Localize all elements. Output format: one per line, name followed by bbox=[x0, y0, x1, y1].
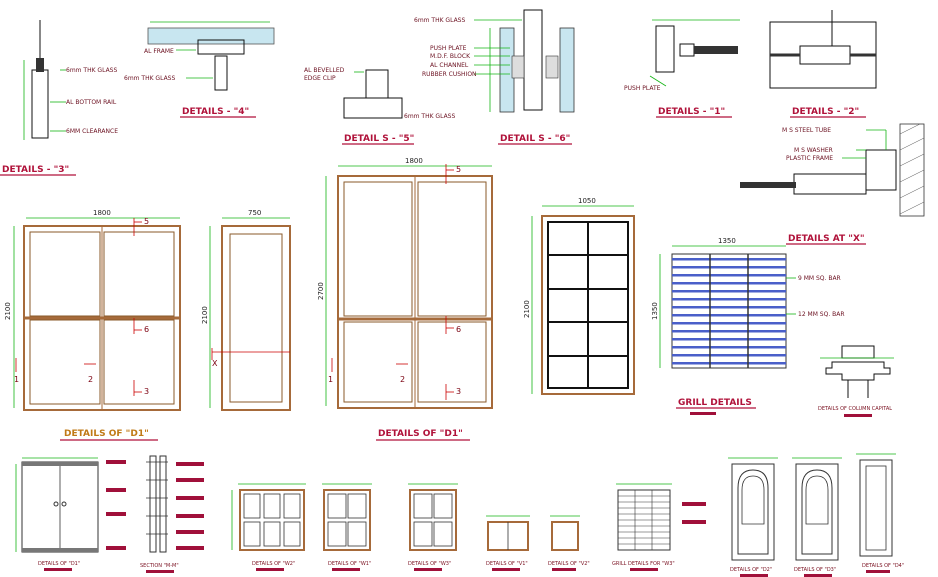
detail-4-section: AL FRAME 6mm THK GLASS DETAILS - "4" bbox=[124, 21, 275, 118]
label-edge-clip: EDGE CLIP bbox=[304, 75, 336, 82]
label-rubber-cushion: RUBBER CUSHION bbox=[422, 71, 477, 78]
marker-5-a: 5 bbox=[144, 217, 149, 226]
dim-d1-width: 1800 bbox=[93, 209, 111, 217]
dim-side-height: 2100 bbox=[201, 306, 209, 324]
door-d3-detail: DETAILS OF "D3" bbox=[792, 457, 842, 577]
marker-5-b: 5 bbox=[456, 165, 461, 174]
window-w3-detail: DETAILS OF "W3" bbox=[408, 483, 458, 571]
detail-2-section: DETAILS - "2" bbox=[769, 10, 877, 118]
marker-3-a: 3 bbox=[144, 387, 149, 396]
ventilator-v2-detail: DETAILS OF "V2" bbox=[548, 515, 590, 571]
marker-6-b: 6 bbox=[456, 325, 461, 334]
detail-3-glass-clip bbox=[36, 58, 44, 72]
title-details-4: DETAILS - "4" bbox=[182, 107, 249, 117]
title-w1: DETAILS OF "W1" bbox=[328, 561, 371, 567]
title-details-5: DETAIL S - "5" bbox=[344, 134, 414, 144]
title-w2: DETAILS OF "W2" bbox=[252, 561, 295, 567]
window-w1-detail: DETAILS OF "W1" bbox=[322, 483, 372, 571]
side-panel-elevation: 750 2100 X bbox=[201, 209, 291, 411]
bottom-d1-detail: DETAILS OF "D1" bbox=[15, 457, 126, 571]
title-d4: DETAILS OF "D4" bbox=[862, 563, 904, 569]
detail-6-section: 6mm THK GLASS PUSH PLATE M.D.F. BLOCK AL… bbox=[414, 9, 575, 145]
title-details-6: DETAIL S - "6" bbox=[500, 134, 570, 144]
title-details-at-x: DETAILS AT "X" bbox=[788, 234, 865, 244]
door-d1-right-elevation: 1800 2700 5 6 3 1 2 DETAILS OF "D1" bbox=[317, 157, 493, 441]
detail-1-section: PUSH PLATE DETAILS - "1" bbox=[624, 19, 740, 118]
dim-grill-width: 1350 bbox=[718, 237, 736, 245]
column-capital-detail: DETAILS OF COLUMN CAPITAL bbox=[818, 345, 894, 417]
title-v2: DETAILS OF "V2" bbox=[548, 561, 590, 567]
dim-grill-height: 1350 bbox=[651, 302, 659, 320]
title-details-2: DETAILS - "2" bbox=[792, 107, 859, 117]
dim-d1b-width: 1800 bbox=[405, 157, 423, 165]
title-column-capital: DETAILS OF COLUMN CAPITAL bbox=[818, 406, 892, 412]
title-d1-right: DETAILS OF "D1" bbox=[378, 429, 463, 439]
label-plastic-frame: PLASTIC FRAME bbox=[786, 155, 833, 162]
marker-2-b: 2 bbox=[400, 375, 405, 384]
marker-6-a: 6 bbox=[144, 325, 149, 334]
title-d1-left: DETAILS OF "D1" bbox=[64, 429, 149, 439]
marker-2-a: 2 bbox=[88, 375, 93, 384]
title-section-m-m: SECTION "M-M" bbox=[140, 563, 179, 569]
label-ms-steel-tube: M S STEEL TUBE bbox=[782, 127, 831, 134]
label-al-frame: AL FRAME bbox=[144, 48, 174, 55]
door-d1-left-elevation: 1800 2100 5 6 3 1 2 DETAILS OF "D1" bbox=[4, 209, 181, 441]
label-push-plate: PUSH PLATE bbox=[430, 45, 467, 52]
dim-d1-height: 2100 bbox=[4, 302, 12, 320]
grill-w3-detail: GRILL DETAILS FOR "W3" bbox=[612, 483, 706, 571]
label-al-bottom-rail: AL BOTTOM RAIL bbox=[66, 99, 117, 106]
title-details-1: DETAILS - "1" bbox=[658, 107, 725, 117]
door-d2-detail: DETAILS OF "D2" bbox=[728, 457, 778, 577]
label-al-bevelled: AL BEVELLED bbox=[304, 67, 345, 74]
label-6mm-clearance: 6MM CLEARANCE bbox=[66, 128, 118, 135]
ventilator-v1-detail: DETAILS OF "V1" bbox=[486, 515, 530, 571]
title-details-3: DETAILS - "3" bbox=[2, 165, 69, 175]
label-6mm-glass-c: 6mm THK GLASS bbox=[404, 113, 455, 120]
marker-1-b: 1 bbox=[328, 375, 333, 384]
grill-bars bbox=[672, 258, 786, 365]
label-6mm-glass-top: 6mm THK GLASS bbox=[414, 17, 465, 24]
detail-5-section: AL BEVELLED EDGE CLIP 6mm THK GLASS DETA… bbox=[304, 67, 455, 145]
dim-side-width: 750 bbox=[248, 209, 261, 217]
grill-details: 1350 1350 9 MM SQ. BAR 12 MM SQ. BAR GRI… bbox=[651, 237, 845, 415]
title-bottom-d1: DETAILS OF "D1" bbox=[38, 561, 80, 567]
label-6mm-glass-b: 6mm THK GLASS bbox=[124, 75, 175, 82]
grid-door-elevation: 1050 2100 bbox=[523, 197, 635, 395]
detail-x-section: M S STEEL TUBE M S WASHER PLASTIC FRAME … bbox=[740, 123, 925, 245]
dim-d1b-height: 2700 bbox=[317, 282, 325, 300]
marker-x: X bbox=[212, 359, 218, 368]
label-12mm-bar: 12 MM SQ. BAR bbox=[798, 311, 845, 318]
title-grill-w3: GRILL DETAILS FOR "W3" bbox=[612, 561, 675, 567]
label-al-channel: AL CHANNEL bbox=[430, 62, 469, 69]
label-9mm-bar: 9 MM SQ. BAR bbox=[798, 275, 841, 282]
detail-3-section: 6mm THK GLASS AL BOTTOM RAIL 6MM CLEARAN… bbox=[0, 20, 118, 176]
title-d2: DETAILS OF "D2" bbox=[730, 567, 772, 573]
title-w3: DETAILS OF "W3" bbox=[408, 561, 451, 567]
label-mdf-block: M.D.F. BLOCK bbox=[430, 53, 471, 60]
marker-1-a: 1 bbox=[14, 375, 19, 384]
label-push-plate-1: PUSH PLATE bbox=[624, 85, 661, 92]
title-v1: DETAILS OF "V1" bbox=[486, 561, 528, 567]
dim-grid-width: 1050 bbox=[578, 197, 596, 205]
label-ms-washer: M S WASHER bbox=[794, 147, 833, 154]
label-6mm-glass-a: 6mm THK GLASS bbox=[66, 67, 117, 74]
window-w2-detail: DETAILS OF "W2" bbox=[231, 483, 306, 571]
marker-3-b: 3 bbox=[456, 387, 461, 396]
door-d4-detail: DETAILS OF "D4" bbox=[856, 453, 904, 573]
dim-grid-height: 2100 bbox=[523, 300, 531, 318]
detail-3-profile bbox=[31, 69, 49, 139]
title-d3: DETAILS OF "D3" bbox=[794, 567, 836, 573]
title-grill-details: GRILL DETAILS bbox=[678, 398, 752, 408]
section-m-m: SECTION "M-M" bbox=[140, 455, 204, 573]
